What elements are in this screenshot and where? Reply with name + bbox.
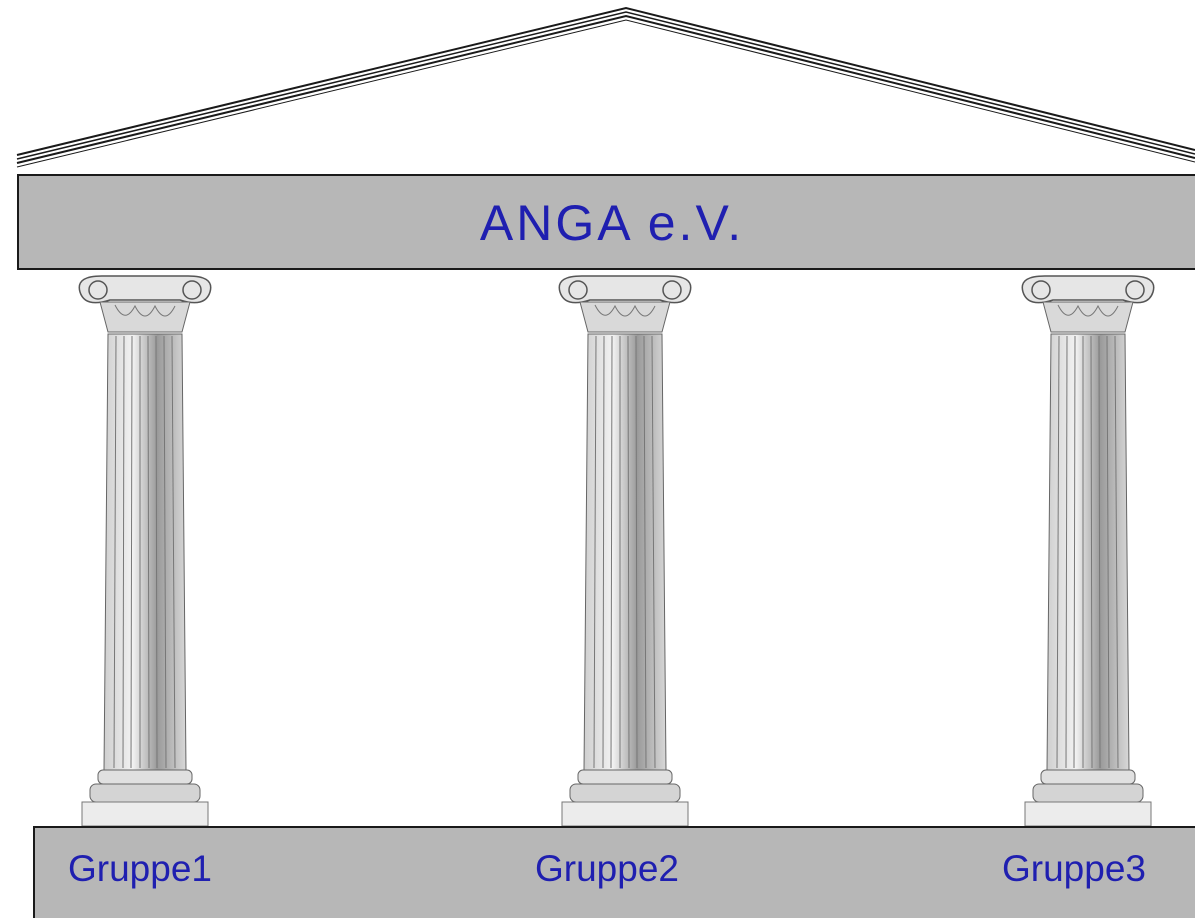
foundation-base: Gruppe1 Gruppe2 Gruppe3 [33, 826, 1195, 918]
group-label-2: Gruppe2 [535, 848, 679, 889]
architrave-beam: ANGA e.V. [17, 174, 1195, 270]
organization-title: ANGA e.V. [479, 195, 745, 251]
ionic-column-icon [558, 275, 692, 827]
roof-pediment [16, 6, 1195, 168]
group-label-3: Gruppe3 [1002, 848, 1146, 889]
ionic-column-icon [78, 275, 212, 827]
group-label-1: Gruppe1 [68, 848, 212, 889]
ionic-column-icon [1021, 275, 1155, 827]
